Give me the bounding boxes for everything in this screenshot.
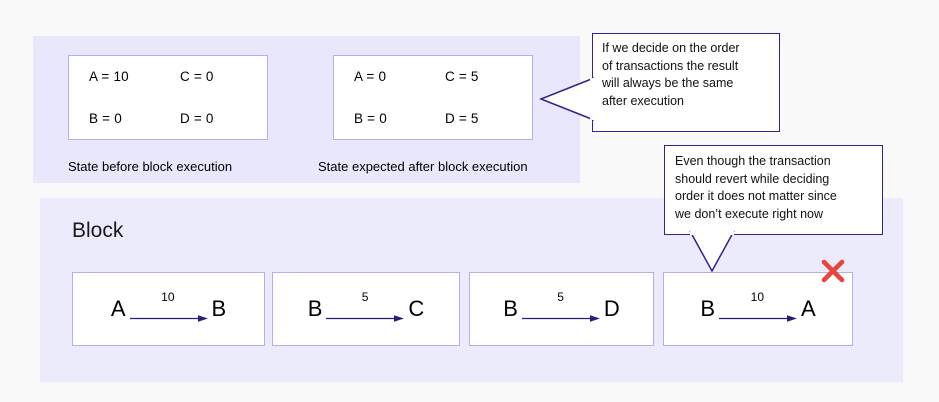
transaction-3-amount: 5 [557, 290, 564, 304]
arrow-right-icon [719, 315, 797, 322]
callout-revert-deferred: Even though the transaction should rever… [664, 145, 883, 235]
transaction-4-to: A [801, 296, 816, 321]
arrow-right-icon [326, 315, 405, 322]
state-after-entry-c: C = 5 [445, 69, 479, 85]
revert-x-icon [821, 259, 845, 283]
transaction-1-from: A [110, 296, 126, 321]
state-after-grid: A = 0 C = 5 B = 0 D = 5 [334, 56, 532, 139]
state-after-entry-d: D = 5 [445, 110, 479, 126]
callout-order-determinism-text: If we decide on the order of transaction… [602, 41, 740, 108]
transaction-2-arrow-group: 5 [324, 290, 406, 324]
state-after-caption: State expected after block execution [318, 159, 528, 174]
transaction-box-1[interactable]: A 10 B [72, 272, 265, 346]
transaction-1-amount: 10 [161, 290, 175, 304]
transaction-2-amount: 5 [361, 290, 369, 304]
transaction-1-arrow-group: 10 [128, 290, 210, 324]
transaction-4-amount: 10 [750, 290, 765, 304]
transaction-4-arrow-group: 10 [717, 290, 799, 324]
state-before-entry-b: B = 0 [89, 110, 122, 126]
block-title: Block [72, 219, 124, 242]
arrow-right-icon [521, 315, 600, 322]
state-before-entry-d: D = 0 [180, 110, 214, 126]
transaction-1-content: A 10 B [73, 273, 264, 345]
transaction-box-2[interactable]: B 5 C [272, 272, 460, 346]
state-box-after: A = 0 C = 5 B = 0 D = 5 [333, 55, 533, 140]
state-before-entry-a: A = 10 [89, 69, 129, 85]
transaction-box-4[interactable]: B 10 A [663, 272, 853, 346]
transaction-3-arrow-group: 5 [520, 290, 602, 324]
state-before-caption: State before block execution [68, 159, 233, 174]
transaction-3-from: B [503, 296, 518, 321]
transaction-2-from: B [307, 296, 323, 321]
state-after-entry-b: B = 0 [354, 110, 387, 126]
arrow-right-icon [129, 315, 208, 322]
callout-revert-deferred-text: Even though the transaction should rever… [675, 154, 837, 221]
transaction-3-content: B 5 D [470, 273, 653, 345]
state-after-entry-a: A = 0 [354, 69, 387, 85]
transaction-4-content: B 10 A [664, 273, 852, 345]
transaction-2-to: C [408, 296, 425, 321]
transaction-box-3[interactable]: B 5 D [469, 272, 654, 346]
transaction-1-to: B [211, 296, 227, 321]
state-box-before: A = 10 C = 0 B = 0 D = 0 [68, 55, 268, 140]
transaction-2-content: B 5 C [273, 273, 459, 345]
transaction-4-from: B [700, 296, 715, 321]
callout-order-determinism: If we decide on the order of transaction… [592, 33, 780, 132]
transaction-3-to: D [603, 296, 620, 321]
state-before-grid: A = 10 C = 0 B = 0 D = 0 [69, 56, 267, 139]
state-before-entry-c: C = 0 [180, 69, 214, 85]
